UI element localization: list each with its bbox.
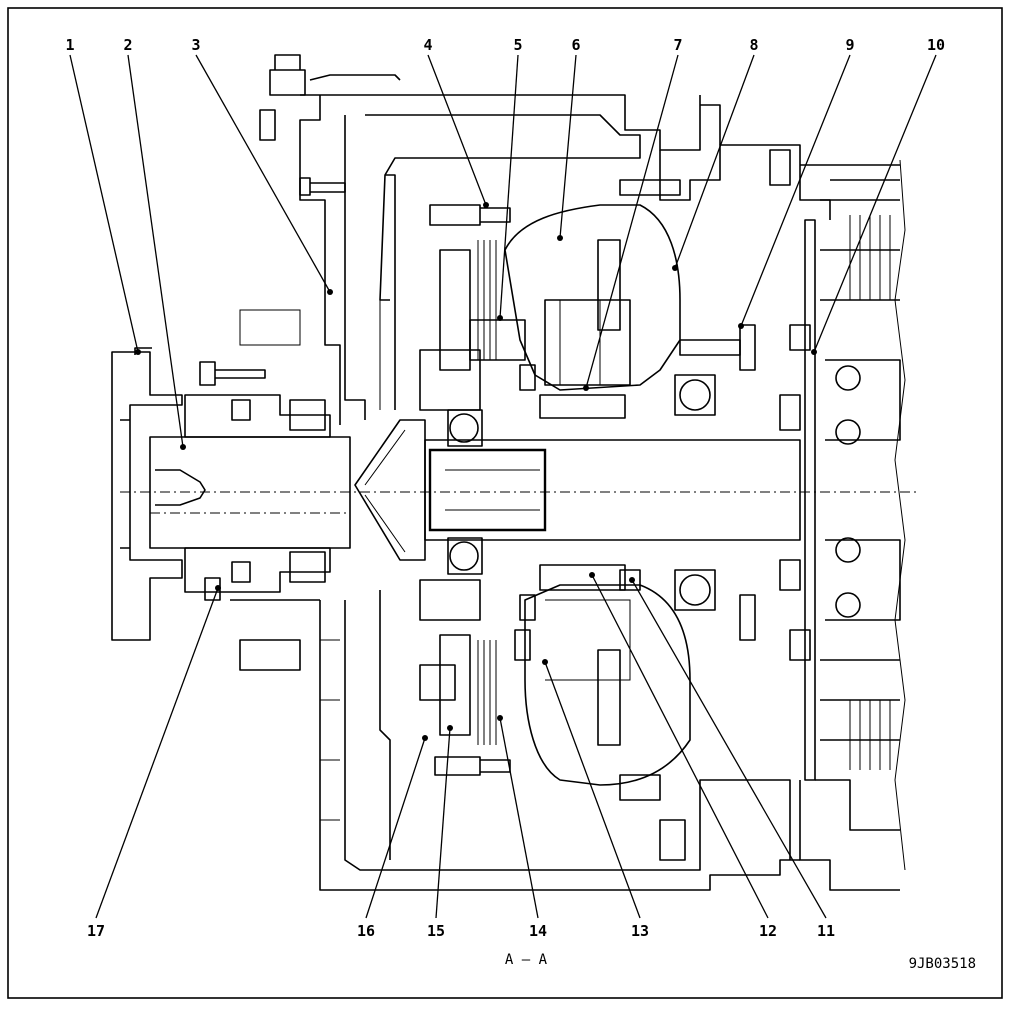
callout-12: 12 bbox=[759, 922, 777, 940]
callout-1: 1 bbox=[65, 36, 74, 54]
callout-2: 2 bbox=[123, 36, 132, 54]
callout-8: 8 bbox=[749, 36, 758, 54]
section-label: A – A bbox=[505, 952, 548, 968]
callout-16: 16 bbox=[357, 922, 375, 940]
callout-6: 6 bbox=[571, 36, 580, 54]
callout-4: 4 bbox=[423, 36, 432, 54]
figure-code: 9JB03518 bbox=[909, 956, 976, 972]
converter-assembly bbox=[354, 179, 816, 801]
callout-labels: 1 2 3 4 5 6 7 8 9 10 11 12 13 14 15 16 1… bbox=[65, 36, 945, 940]
callout-13: 13 bbox=[631, 922, 649, 940]
callout-5: 5 bbox=[513, 36, 522, 54]
callout-17: 17 bbox=[87, 922, 105, 940]
callout-9: 9 bbox=[845, 36, 854, 54]
callout-10: 10 bbox=[927, 36, 945, 54]
transmission-partial bbox=[799, 159, 906, 891]
callout-15: 15 bbox=[427, 922, 445, 940]
callout-leaders bbox=[69, 54, 937, 919]
callout-11: 11 bbox=[817, 922, 835, 940]
housing-outline bbox=[111, 54, 920, 891]
callout-3: 3 bbox=[191, 36, 200, 54]
callout-arrowheads bbox=[135, 202, 817, 741]
callout-14: 14 bbox=[529, 922, 547, 940]
callout-7: 7 bbox=[673, 36, 682, 54]
drawing-border bbox=[7, 7, 1003, 999]
